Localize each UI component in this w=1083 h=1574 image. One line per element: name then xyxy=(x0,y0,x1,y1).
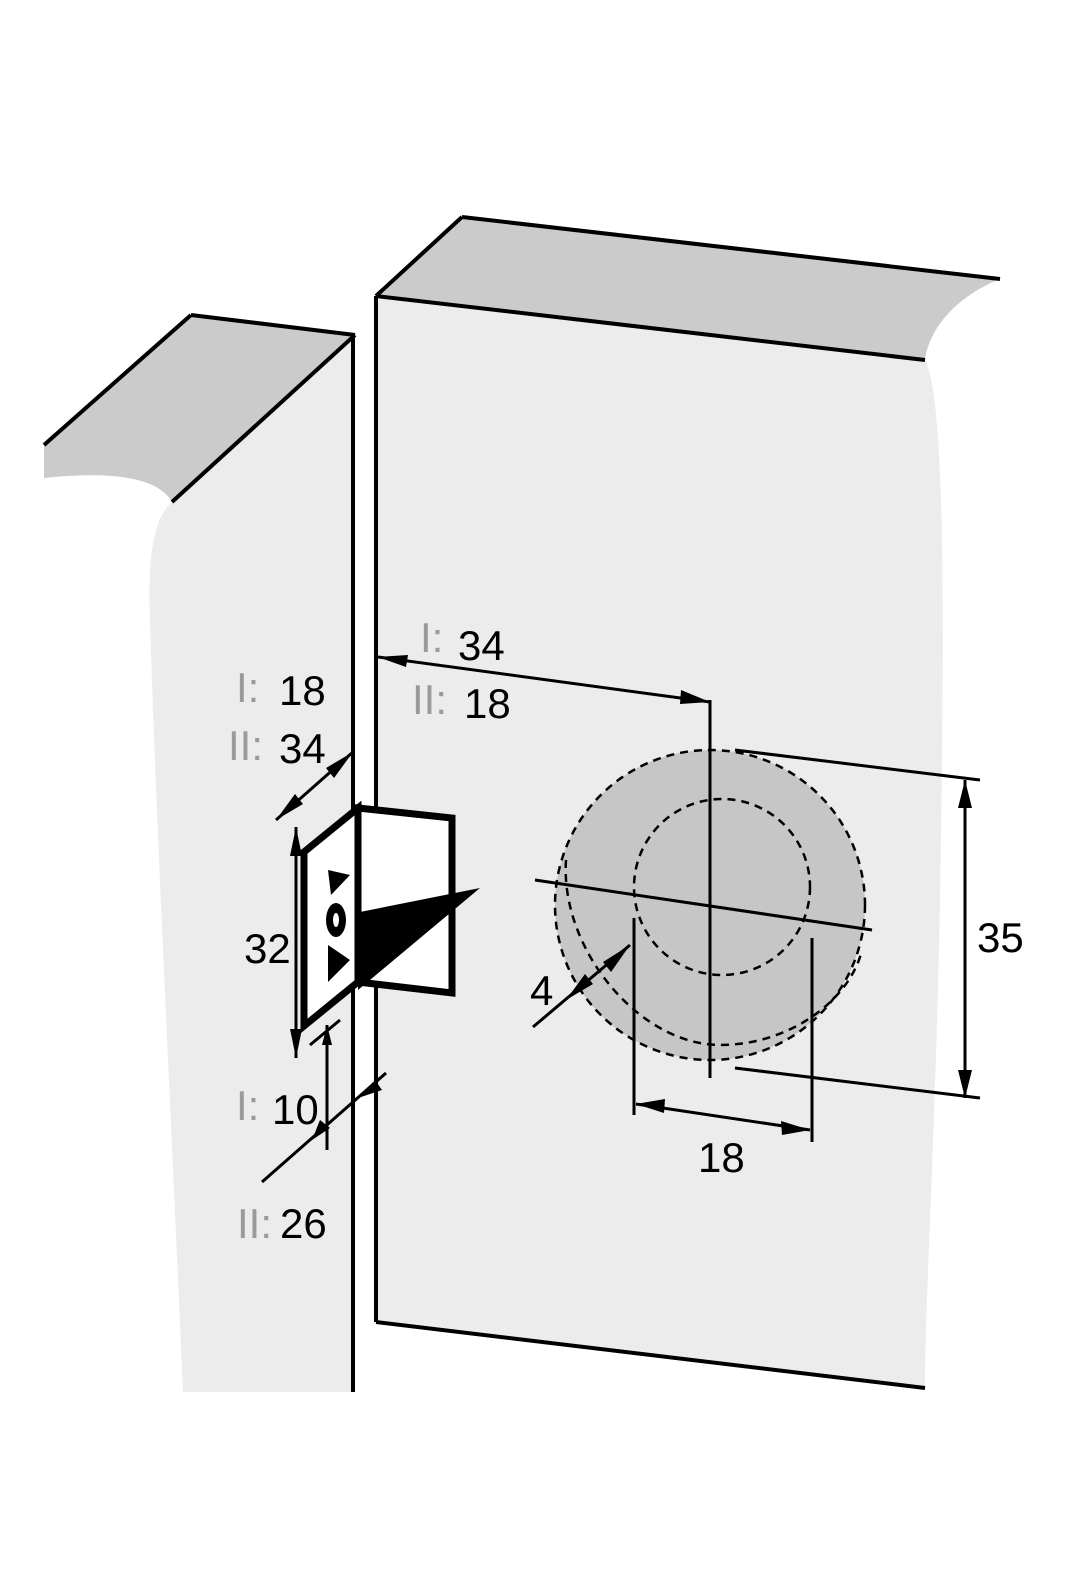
bottom-offset-II-value: 26 xyxy=(280,1200,327,1247)
mounting-plate xyxy=(300,800,480,1034)
plate-height-label: 32 xyxy=(244,925,291,972)
bottom-offset-I-value: 10 xyxy=(272,1086,319,1133)
cup-diameter-label: 35 xyxy=(977,914,1024,961)
door-distance-II-value: 18 xyxy=(464,680,511,727)
side-panel-face xyxy=(149,335,355,1392)
hole-spacing-label: 18 xyxy=(698,1134,745,1181)
side-offset-II-value: 34 xyxy=(279,725,326,772)
side-offset-I-value: 18 xyxy=(279,667,326,714)
door-top-edge xyxy=(376,217,1000,360)
door-distance-II-roman: II: xyxy=(412,676,447,723)
dimension-arrows xyxy=(276,655,972,1140)
bottom-offset-II-roman: II: xyxy=(237,1200,272,1247)
bottom-offset-label: I: 10 II: 26 xyxy=(236,1082,327,1247)
bottom-offset-I-roman: I: xyxy=(236,1082,259,1129)
side-panel-top-edge xyxy=(44,315,355,502)
edge-distance-label: 4 xyxy=(530,967,553,1014)
door-distance-I-roman: I: xyxy=(420,614,443,661)
door-distance-I-value: 34 xyxy=(458,622,505,669)
side-offset-I-roman: I: xyxy=(236,664,259,711)
cup-hole-depth-arc xyxy=(564,859,864,1047)
door-distance-label: I: 34 II: 18 xyxy=(412,614,511,727)
cabinet-side-panel xyxy=(42,313,357,1392)
side-offset-II-roman: II: xyxy=(228,722,263,769)
cup-hole-inner xyxy=(632,797,812,977)
side-offset-label: I: 18 II: 34 xyxy=(228,664,326,772)
